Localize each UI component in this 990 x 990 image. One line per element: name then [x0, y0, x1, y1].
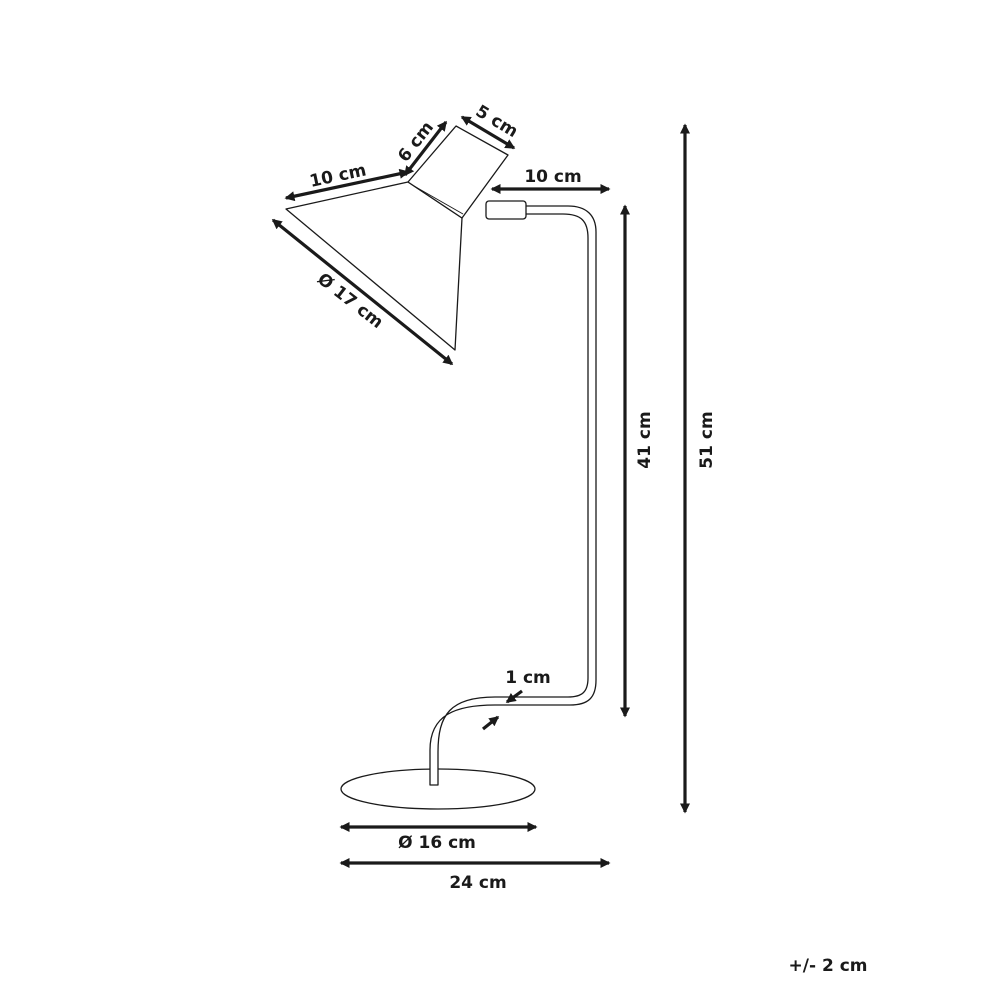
socket-band: [413, 185, 464, 215]
arrow-socket-width: [460, 115, 516, 150]
arrow-socket-height: [403, 120, 448, 177]
tolerance-note: +/- 2 cm: [789, 956, 868, 976]
arm-joint: [485, 200, 527, 220]
label-base-diameter: Ø 16 cm: [398, 833, 476, 853]
arrow-shade-diameter: [271, 218, 454, 366]
arrow-tube-upper: [505, 689, 523, 704]
arrow-tube-lower: [482, 715, 500, 731]
arrow-shade-top: [284, 168, 410, 202]
dimension-arrows: [271, 115, 690, 868]
lamp-illustration: [285, 125, 597, 810]
label-total-width: 24 cm: [449, 873, 506, 893]
label-total-height: 51 cm: [697, 411, 717, 468]
label-tube-diameter: 1 cm: [505, 668, 551, 688]
label-arm-reach: 10 cm: [524, 167, 581, 187]
label-arm-height: 41 cm: [635, 411, 655, 468]
